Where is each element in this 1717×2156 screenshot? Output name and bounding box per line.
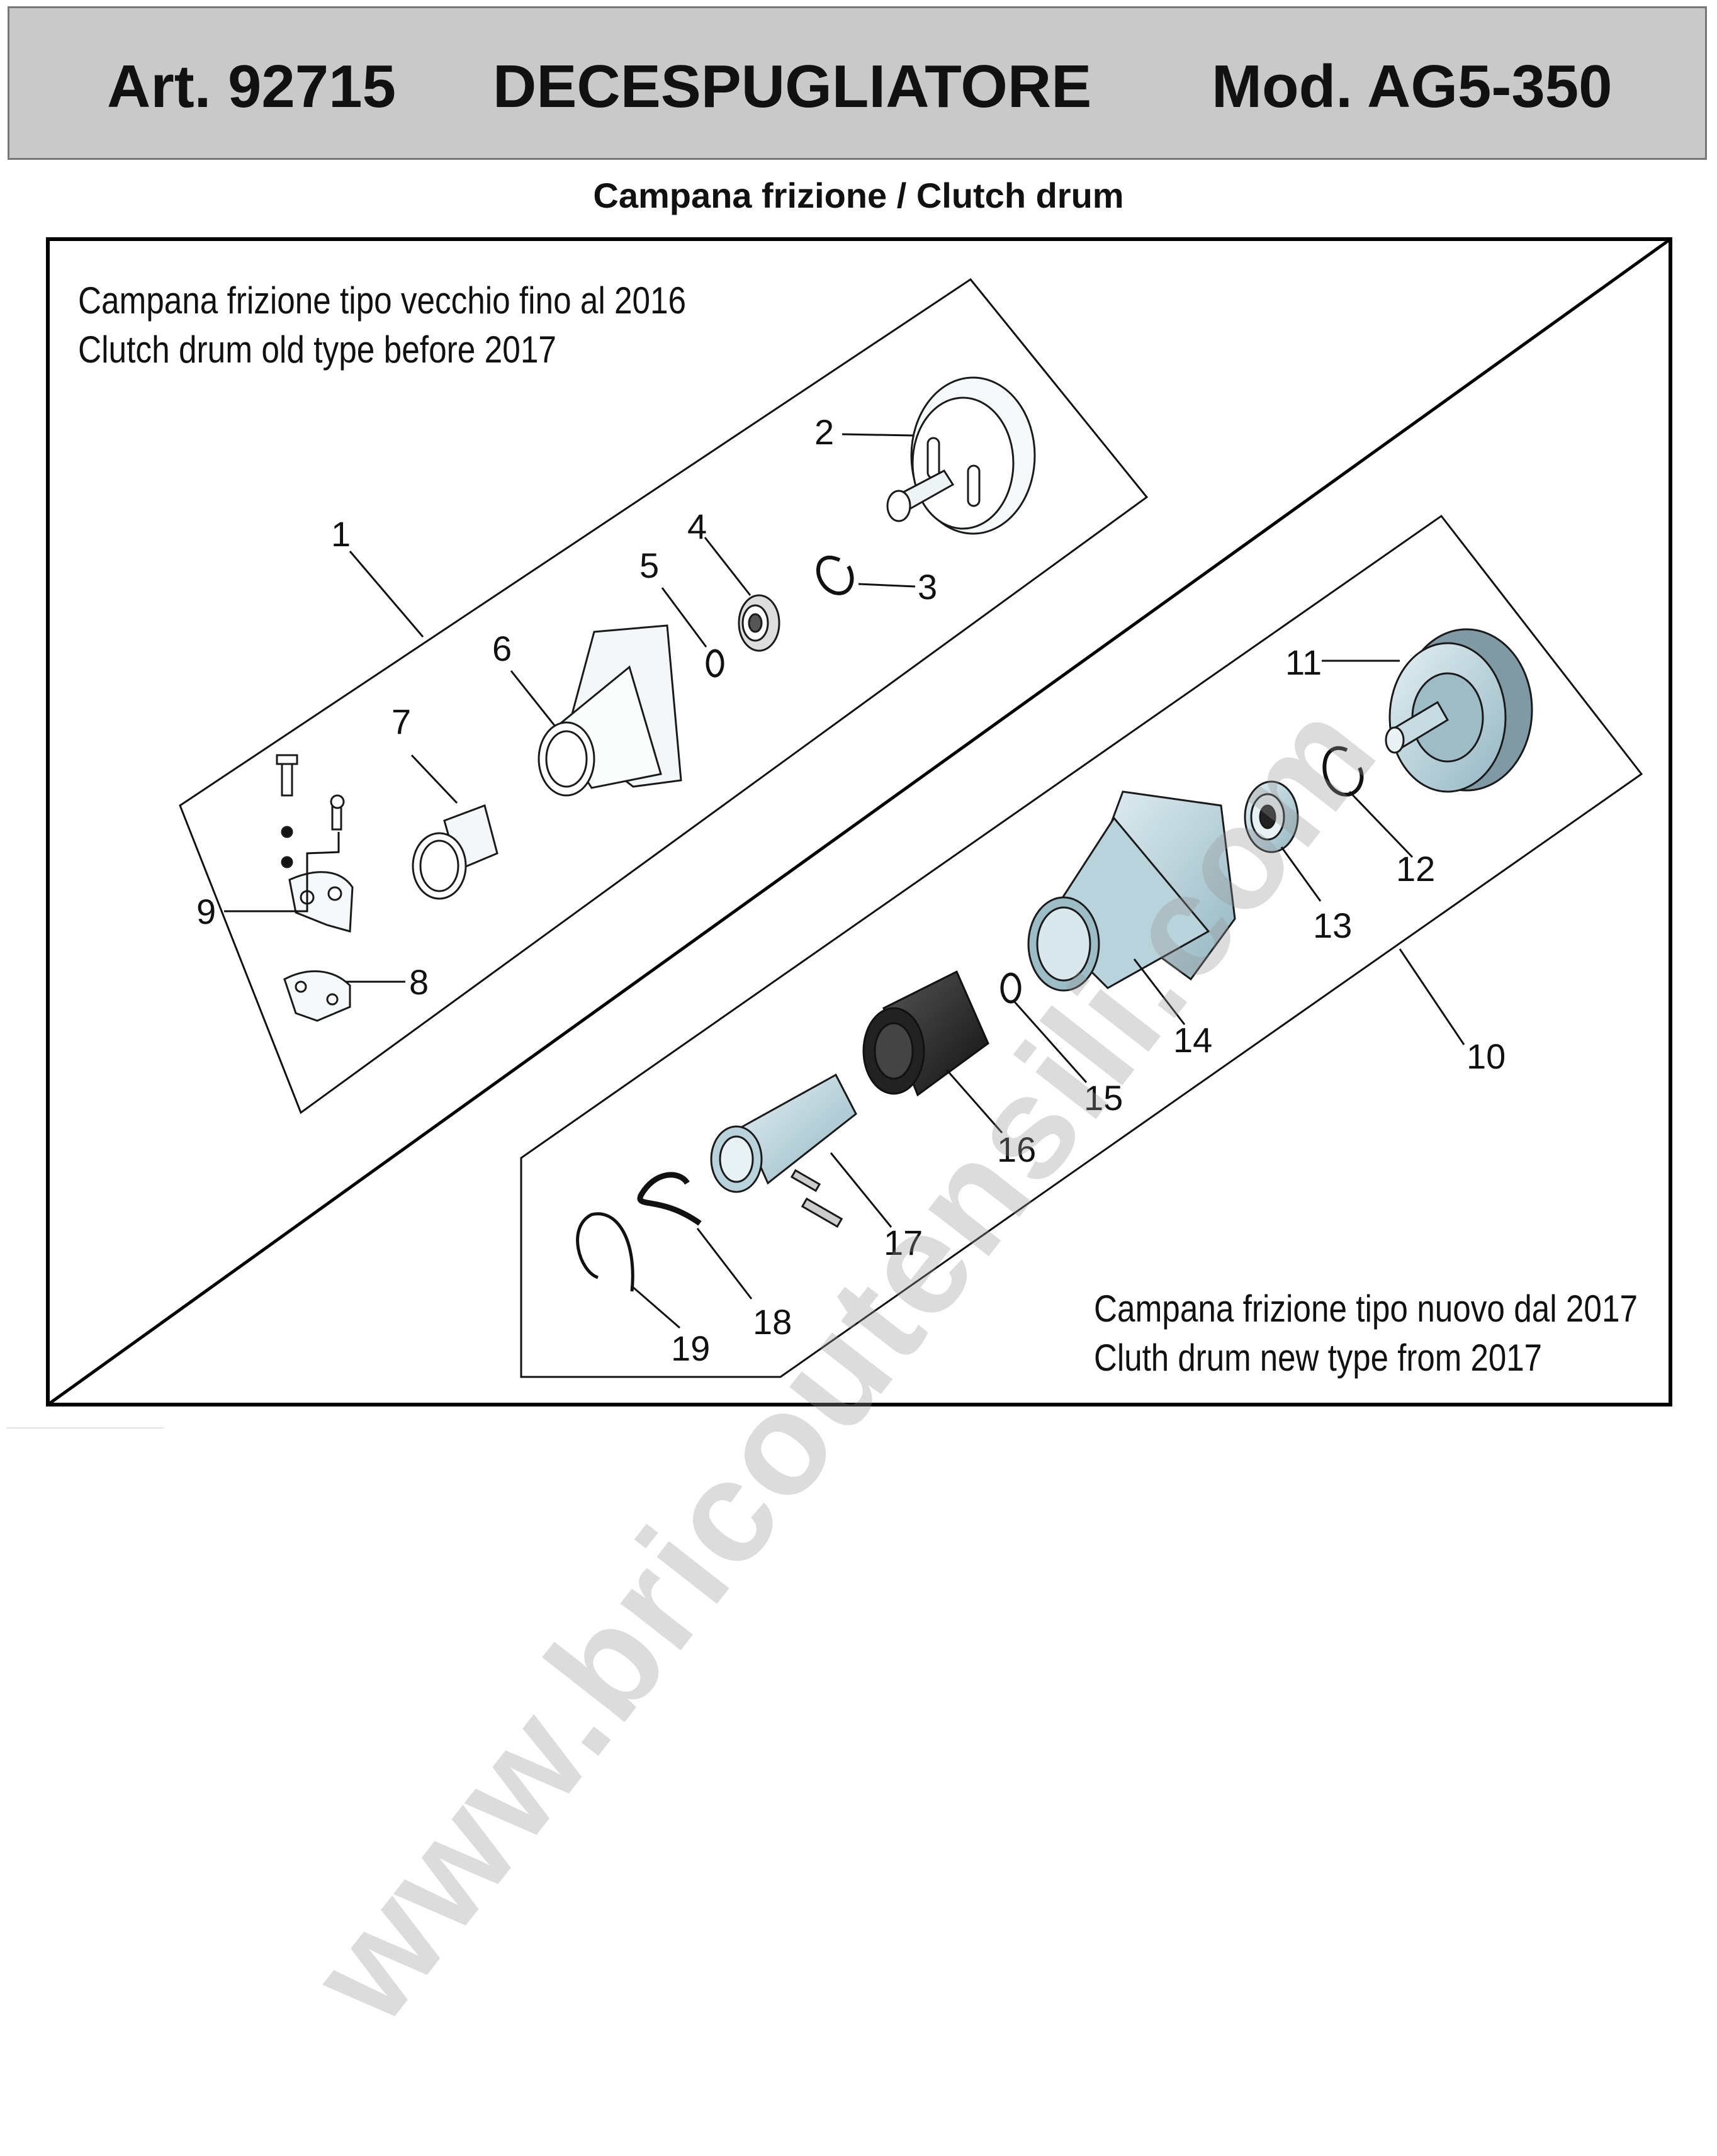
leader-12: [1348, 790, 1414, 858]
leader-lines: [224, 433, 1465, 1329]
leader-7: [410, 754, 458, 804]
exploded-parts-diagram: Campana frizione tipo vecchio fino al 20…: [46, 237, 1672, 1406]
part-housing-old: [538, 624, 682, 797]
article-number: Art. 92715: [107, 53, 396, 120]
part-housing-new: [1027, 790, 1236, 992]
part-bearing-13: [1244, 780, 1299, 853]
new-type-caption-it: Campana frizione tipo nuovo dal 2017: [1094, 1288, 1638, 1330]
leader-9: [224, 832, 340, 912]
divider-line: [6, 1427, 164, 1429]
leader-1: [349, 551, 424, 637]
part-clamp-top-9: [276, 754, 354, 933]
new-type-caption-en: Cluth drum new type from 2017: [1094, 1337, 1542, 1379]
part-circlip-18: [637, 1172, 702, 1226]
title-bar: Art. 92715 DECESPUGLIATORE Mod. AG5-350: [8, 6, 1707, 160]
leader-13: [1280, 846, 1322, 902]
diagram-subtitle: Campana frizione / Clutch drum: [593, 176, 1124, 215]
leader-3: [858, 583, 916, 588]
part-shaft-sleeve-17: [710, 1073, 857, 1228]
old-type-group-box: [179, 278, 1149, 1114]
leader-2: [842, 433, 913, 437]
leader-5: [661, 587, 707, 648]
callout-10: 10: [1466, 1036, 1506, 1076]
callout-14: 14: [1173, 1020, 1212, 1060]
old-type-caption-it: Campana frizione tipo vecchio fino al 20…: [78, 279, 686, 322]
callout-4: 4: [687, 507, 707, 546]
part-clamp-bottom-8: [283, 970, 351, 1022]
callout-17: 17: [884, 1223, 923, 1262]
callout-5: 5: [639, 546, 659, 585]
callout-12: 12: [1396, 849, 1435, 889]
callout-6: 6: [492, 629, 512, 668]
part-rubber-bush-16: [862, 970, 989, 1097]
leader-10: [1399, 948, 1465, 1045]
leader-14: [1133, 958, 1186, 1025]
diagonal-divider: [47, 237, 1672, 1406]
part-ring-15: [1000, 972, 1022, 1004]
callout-15: 15: [1084, 1078, 1123, 1118]
callout-7: 7: [391, 702, 411, 741]
callout-8: 8: [409, 962, 429, 1002]
leader-17: [830, 1152, 892, 1228]
leader-18: [696, 1228, 753, 1300]
leader-6: [510, 670, 556, 727]
part-circlip-12: [1322, 746, 1364, 797]
callout-labels: 1 2 3 4 5 6 7 8 9 10 11 12 13 14 15 16 1…: [196, 412, 1506, 1368]
callout-11: 11: [1285, 643, 1322, 682]
part-ring-5: [706, 649, 724, 678]
part-sleeve-7: [412, 804, 498, 900]
callout-2: 2: [814, 412, 834, 452]
leader-19: [631, 1285, 680, 1329]
part-bearing-4: [738, 594, 780, 652]
part-circlip-3: [816, 555, 854, 595]
leader-15: [1013, 1001, 1088, 1083]
part-clutch-drum-new: [1385, 628, 1533, 793]
old-type-caption-en: Clutch drum old type before 2017: [78, 328, 556, 371]
callout-1: 1: [331, 514, 351, 554]
part-circlip-19: [576, 1212, 634, 1292]
leader-16: [945, 1069, 1003, 1133]
callout-19: 19: [671, 1328, 710, 1368]
product-name: DECESPUGLIATORE: [493, 53, 1092, 120]
callout-18: 18: [753, 1302, 792, 1342]
model-number: Mod. AG5-350: [1212, 53, 1613, 120]
new-type-group-box: [520, 514, 1643, 1378]
callout-13: 13: [1313, 906, 1352, 945]
part-clutch-drum-old: [886, 376, 1036, 535]
callout-3: 3: [918, 567, 937, 607]
callout-16: 16: [997, 1130, 1036, 1169]
callout-9: 9: [196, 892, 216, 931]
diagram-frame: [46, 237, 1672, 1406]
leader-4: [704, 537, 752, 596]
